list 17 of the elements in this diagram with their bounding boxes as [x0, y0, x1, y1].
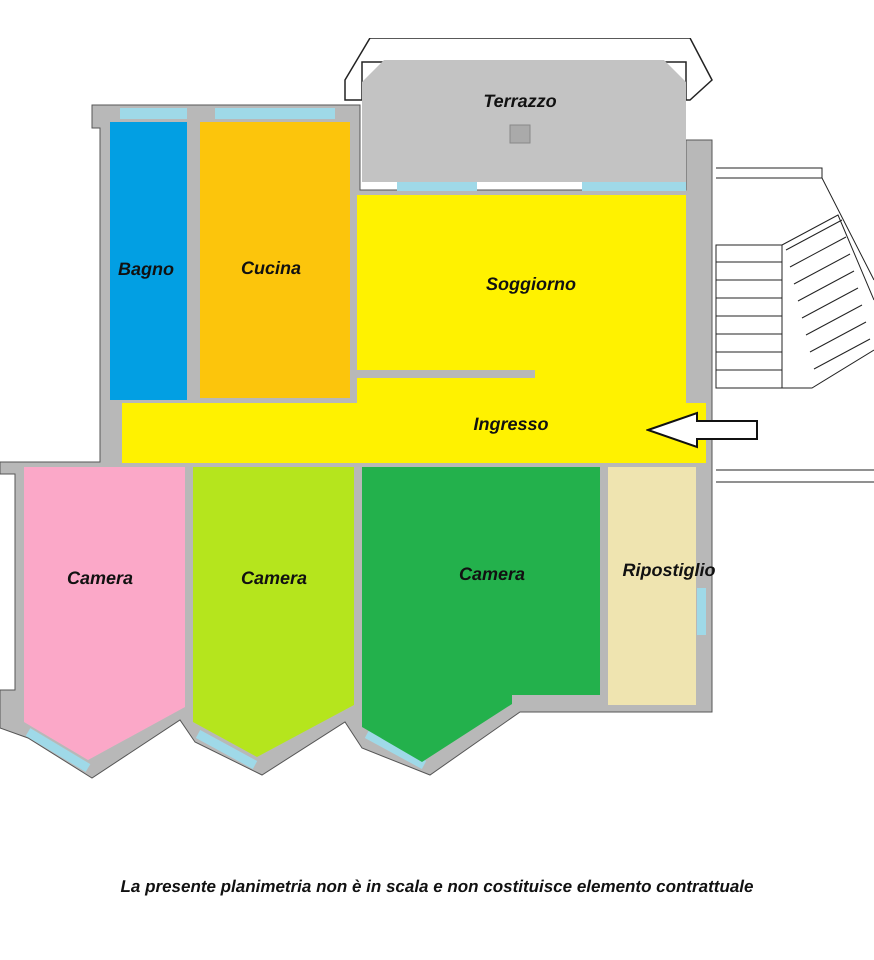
- room-area: [122, 403, 706, 463]
- room-area: [362, 60, 686, 182]
- caption: La presente planimetria non è in scala e non costituisce elemento contrattuale: [120, 876, 754, 898]
- room-area: [357, 195, 686, 403]
- room-area: [193, 467, 354, 757]
- room-label: Ingresso: [473, 413, 549, 435]
- room-label: Terrazzo: [483, 90, 557, 112]
- room-label: Camera: [240, 567, 308, 589]
- room-area: [362, 467, 600, 762]
- room-label: Soggiorno: [486, 273, 576, 295]
- room-area: [200, 122, 350, 398]
- room-label: Bagno: [118, 258, 174, 280]
- room-area: [24, 467, 185, 760]
- room-area: [110, 122, 187, 400]
- room-label: Cucina: [241, 257, 301, 279]
- room-label: Camera: [458, 563, 526, 585]
- room-label: Camera: [66, 567, 134, 589]
